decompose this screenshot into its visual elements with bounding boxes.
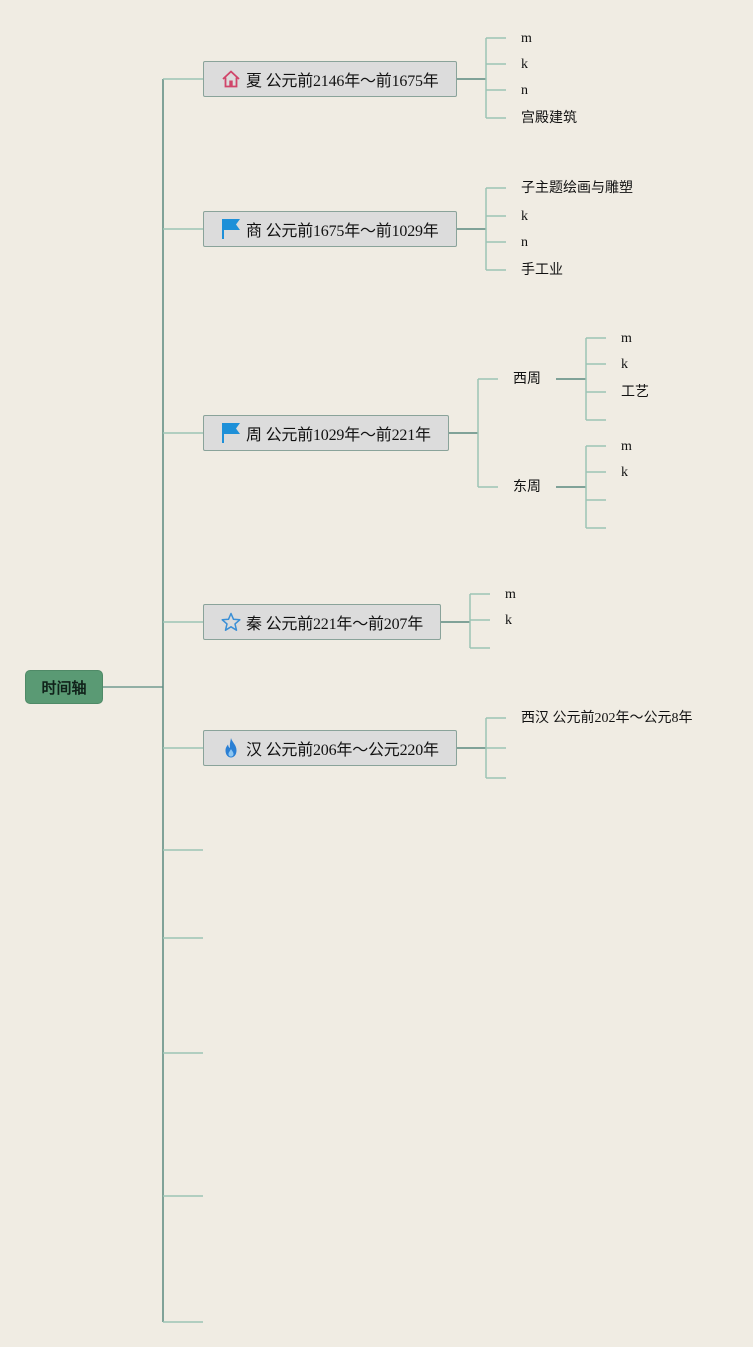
era-node-xia[interactable]: 夏 公元前2146年～前1675年 (203, 61, 457, 97)
child-topic[interactable]: m (521, 31, 532, 46)
fire-icon (220, 737, 242, 759)
child-topic[interactable]: 子主题绘画与雕塑 (521, 181, 633, 196)
era-label: 周 公元前1029年～前221年 (246, 427, 431, 444)
child-topic[interactable]: k (505, 613, 512, 628)
era-node-shang[interactable]: 商 公元前1675年～前1029年 (203, 211, 457, 247)
era-label: 汉 公元前206年～公元220年 (246, 742, 439, 759)
flag-icon (220, 218, 242, 240)
child-topic[interactable]: k (521, 57, 528, 72)
child-topic[interactable]: 西汉 公元前202年～公元8年 (521, 711, 693, 726)
subgroup-dongzhou[interactable]: 东周 (513, 480, 541, 495)
child-topic[interactable]: 手工业 (521, 263, 563, 278)
child-topic[interactable]: n (521, 83, 528, 98)
child-topic[interactable]: k (621, 465, 628, 480)
child-topic[interactable]: m (621, 331, 632, 346)
child-topic[interactable]: n (521, 235, 528, 250)
era-label: 商 公元前1675年～前1029年 (246, 223, 439, 240)
child-topic[interactable]: 工艺 (621, 385, 649, 400)
era-label: 夏 公元前2146年～前1675年 (246, 73, 439, 90)
child-topic[interactable]: 宫殿建筑 (521, 111, 577, 126)
root-node[interactable]: 时间轴 (25, 670, 103, 704)
era-label: 秦 公元前221年～前207年 (246, 616, 424, 633)
era-node-zhou[interactable]: 周 公元前1029年～前221年 (203, 415, 449, 451)
child-topic[interactable]: k (621, 357, 628, 372)
child-topic[interactable]: m (505, 587, 516, 602)
era-node-qin[interactable]: 秦 公元前221年～前207年 (203, 604, 441, 640)
flag-icon (220, 422, 242, 444)
house-icon (220, 68, 242, 90)
star-icon (220, 611, 242, 633)
subgroup-xizhou[interactable]: 西周 (513, 372, 541, 387)
era-node-han[interactable]: 汉 公元前206年～公元220年 (203, 730, 457, 766)
child-topic[interactable]: k (521, 209, 528, 224)
child-topic[interactable]: m (621, 439, 632, 454)
